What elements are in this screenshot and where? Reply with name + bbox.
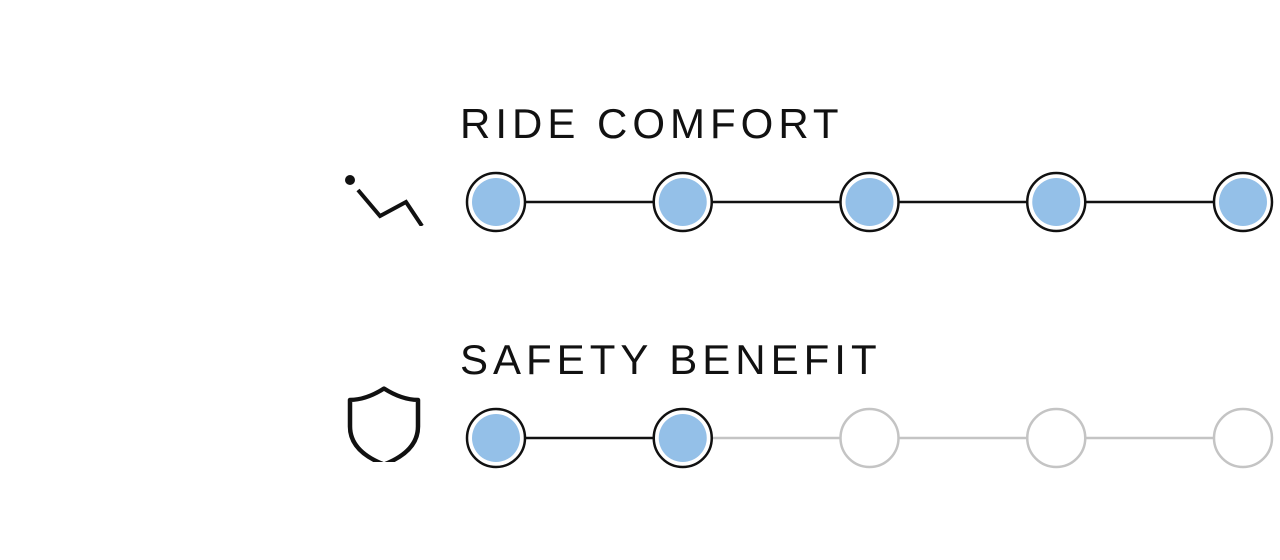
ride-comfort-title: RIDE COMFORT [460,100,844,147]
ride-comfort-dot-2-filled [652,171,713,233]
safety-benefit-dot-4-empty [1026,407,1087,469]
ride-comfort-dot-3-filled [839,171,900,233]
safety-benefit-scale [465,407,1274,469]
safety-benefit-dot-1-filled [465,407,527,469]
safety-benefit-title: SAFETY BENEFIT [460,336,882,383]
safety-benefit-dot-5-empty [1212,407,1274,469]
ride-comfort-scale [465,171,1274,233]
suspension-zigzag-icon [336,130,432,226]
ride-comfort-dot-4-filled [1026,171,1087,233]
safety-benefit-rating: SAFETY BENEFIT [0,336,1280,496]
ride-comfort-dot-1-filled [465,171,527,233]
ride-comfort-dot-5-filled [1212,171,1274,233]
shield-icon [336,366,432,462]
safety-benefit-dot-3-empty [839,407,900,469]
ride-comfort-rating: RIDE COMFORT [0,100,1280,260]
safety-benefit-dot-2-filled [652,407,713,469]
